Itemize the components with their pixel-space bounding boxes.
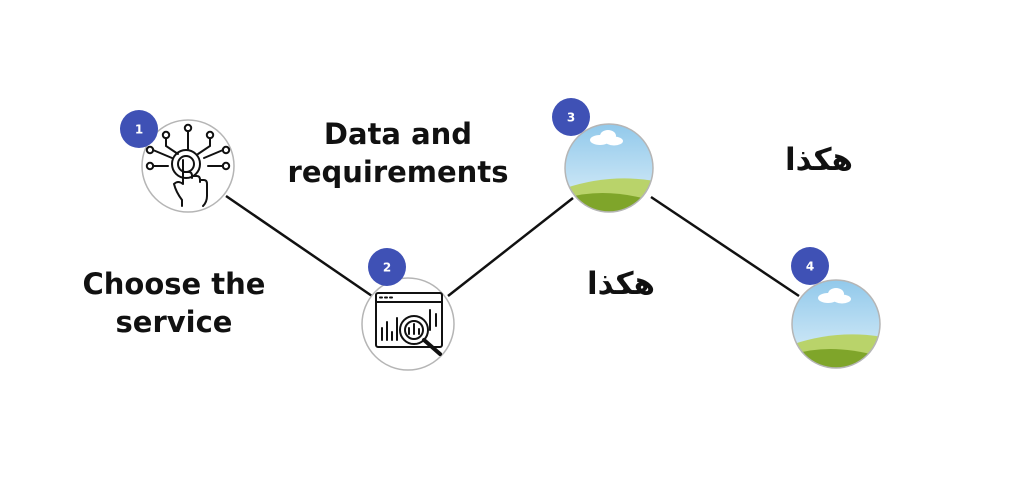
step-1-node: 1 [120,110,235,213]
step-2-label: Data and requirements [287,117,509,189]
step-4-badge: 4 [806,260,814,274]
step-2-node: 2 [361,248,455,371]
step-3-badge: 3 [567,111,575,125]
step-2-badge: 2 [383,261,391,275]
step-1-badge: 1 [135,123,143,137]
step-4-label: هكذا [784,142,854,178]
image-placeholder-icon [792,280,880,368]
connector-lines [225,194,800,298]
step-1-label: Choose the service [82,267,266,339]
analytics-magnifier-icon [375,292,443,356]
touch-network-icon [145,123,231,207]
connector-3-4 [650,195,800,298]
step-4-node: 4 [791,247,881,369]
step-3-label: هكذا [586,266,656,302]
connector-1-2 [225,194,373,298]
connector-2-3 [447,197,574,297]
